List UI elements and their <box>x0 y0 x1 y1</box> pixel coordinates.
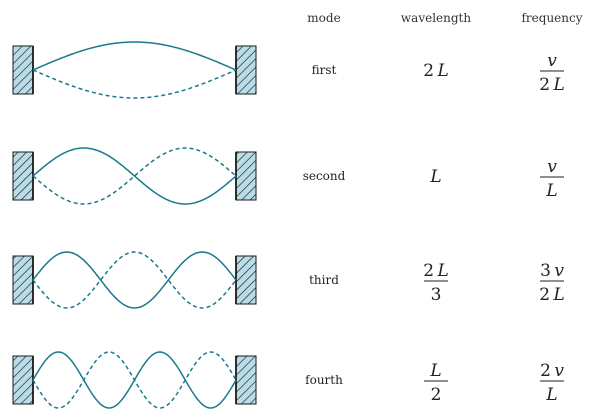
frequency-expr-numerator: v <box>547 51 557 71</box>
frequency-expr-numerator: v <box>547 157 557 177</box>
right-wall <box>235 255 257 305</box>
mode-label: second <box>303 169 346 183</box>
wave-dashed <box>32 69 237 99</box>
left-wall <box>12 45 34 95</box>
mode-label: fourth <box>305 373 343 387</box>
wave-solid <box>32 147 237 205</box>
mode-row-first: first 2 L v 2 L <box>12 41 565 99</box>
wavelength-expr-numerator: L <box>429 361 441 381</box>
wavelength-expr: 2 L3 <box>423 261 449 305</box>
wavelength-expr: 2 L <box>423 61 449 81</box>
wave-solid <box>32 41 237 71</box>
wavelength-expr-value: L <box>429 167 441 187</box>
wavelength-expr-value: 2 L <box>423 61 449 81</box>
frequency-expr: 2 v L <box>540 361 564 405</box>
wave-dashed <box>32 251 237 309</box>
frequency-expr-numerator: 2 v <box>540 361 564 381</box>
wave-dashed <box>32 351 237 409</box>
frequency-expr-numerator: 3 v <box>540 261 564 281</box>
right-wall <box>235 45 257 95</box>
wave-solid <box>32 251 237 309</box>
wavelength-expr: L <box>429 167 441 187</box>
mode-label: third <box>309 273 339 287</box>
wavelength-expr: L2 <box>424 361 448 405</box>
header-mode: mode <box>307 11 340 25</box>
left-wall <box>12 355 34 405</box>
frequency-expr-denominator: 2 L <box>539 285 565 305</box>
left-wall <box>12 255 34 305</box>
mode-label: first <box>312 63 337 77</box>
wavelength-expr-numerator: 2 L <box>423 261 449 281</box>
frequency-expr: vL <box>540 157 564 201</box>
wavelength-expr-denominator: 3 <box>431 285 442 305</box>
frequency-expr: v 2 L <box>539 51 565 95</box>
header-frequency: frequency <box>521 11 582 25</box>
frequency-expr-denominator: L <box>545 385 557 405</box>
wavelength-expr-denominator: 2 <box>431 385 442 405</box>
header-wavelength: wavelength <box>401 11 471 25</box>
right-wall <box>235 355 257 405</box>
frequency-expr-denominator: 2 L <box>539 75 565 95</box>
frequency-expr-denominator: L <box>545 181 557 201</box>
frequency-expr: 3 v2 L <box>539 261 565 305</box>
left-wall <box>12 151 34 201</box>
right-wall <box>235 151 257 201</box>
